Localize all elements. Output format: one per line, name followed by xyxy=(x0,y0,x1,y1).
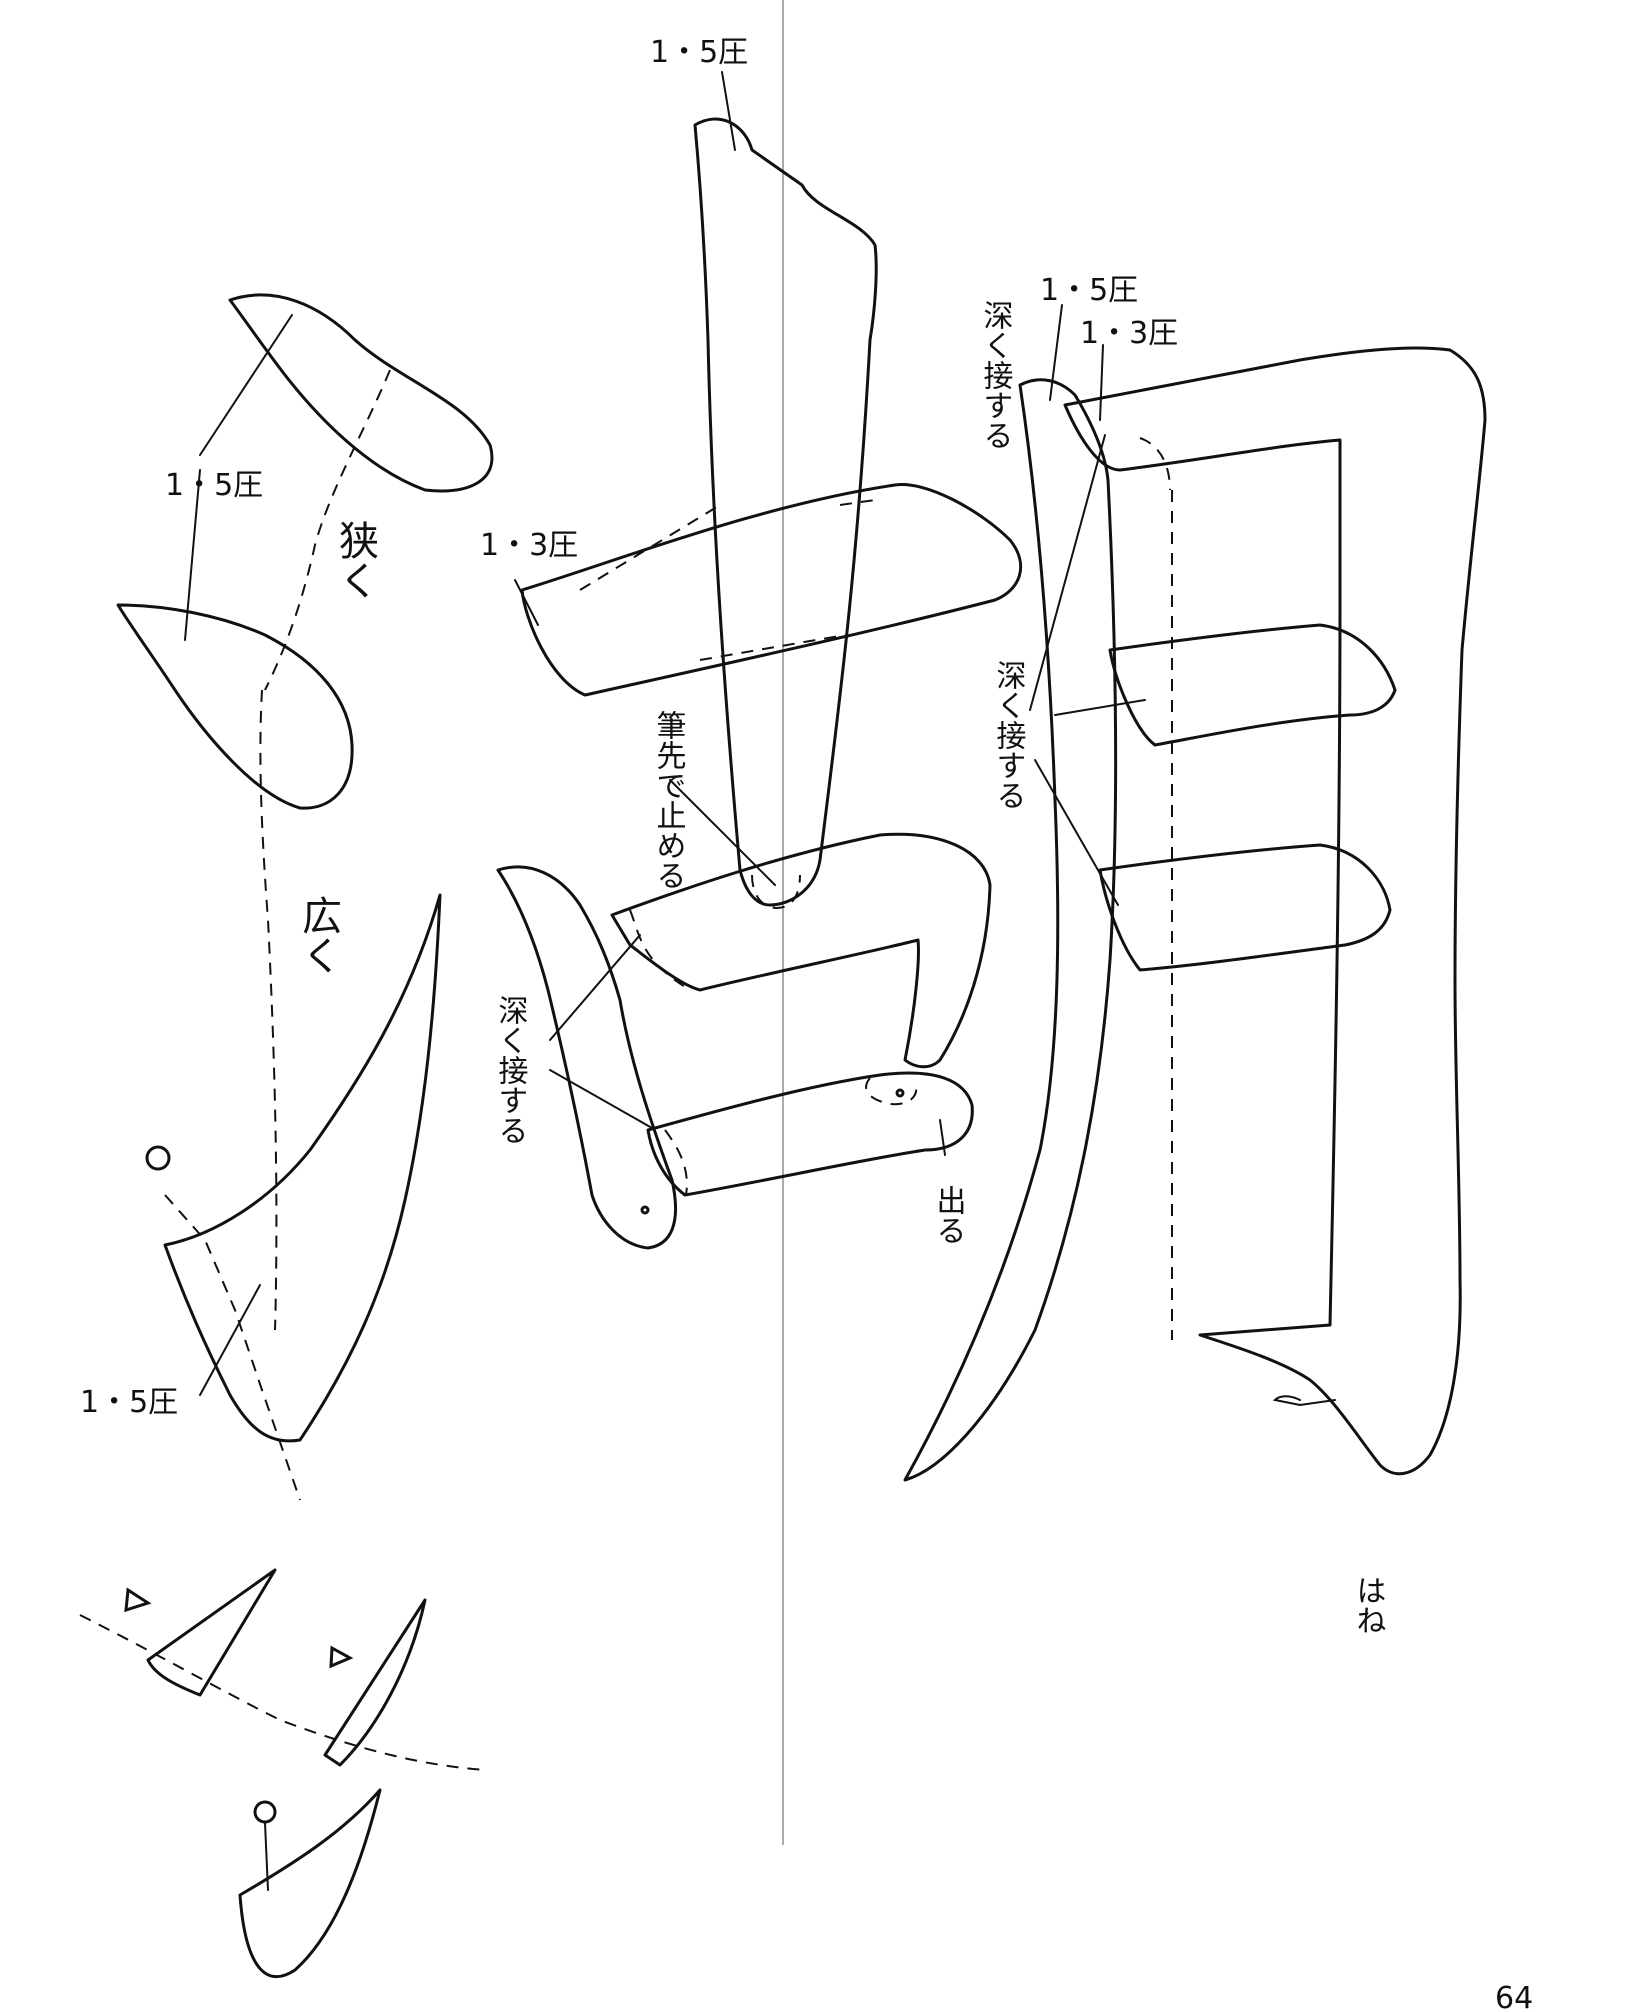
moon-corner-guide xyxy=(1139,437,1171,491)
vertical-axis-guide xyxy=(259,689,278,1331)
leader-kuchi-top xyxy=(549,934,641,1041)
rising-stroke xyxy=(163,893,442,1443)
brush-tip-stop-guide xyxy=(751,874,801,910)
leader-dot2 xyxy=(184,469,201,641)
kuchi-dot xyxy=(640,1205,650,1215)
horizontal-stroke xyxy=(520,482,1023,697)
label-deep-contact-kuchi: 深く接する xyxy=(493,995,529,1145)
circle-marker-1 xyxy=(145,1145,171,1171)
moon-left-sweep xyxy=(903,378,1118,1482)
label-moon-pressure-b: 1・3圧 xyxy=(1080,316,1178,351)
label-rise-pressure: 1・5圧 xyxy=(80,1385,178,1420)
kuchi-top-right xyxy=(610,832,992,1069)
kuchi-bottom-corner-guide xyxy=(664,1129,688,1196)
protrude-guide xyxy=(865,1077,918,1106)
leader-horizontal xyxy=(514,579,539,626)
crossbar-guide-3 xyxy=(699,634,846,661)
moon-frame xyxy=(1063,346,1487,1476)
practice-marks xyxy=(79,1145,486,1979)
label-protrude: 出る xyxy=(931,1185,966,1245)
practice-tick-2 xyxy=(323,1598,427,1767)
label-deep-contact-moon-top: 深く接する xyxy=(978,300,1014,450)
label-dot-pressure: 1・5圧 xyxy=(165,468,263,503)
vertical-stroke xyxy=(693,117,878,907)
leader-bar-2 xyxy=(1034,759,1119,906)
leader-moon-b xyxy=(1099,344,1104,421)
practice-tick-1 xyxy=(146,1568,277,1697)
label-wide: 広く xyxy=(295,895,341,975)
triangle-marker-1 xyxy=(124,1587,152,1613)
character-tsuki xyxy=(903,304,1487,1482)
leader-moon-deep xyxy=(1029,434,1106,711)
leader-brush-stop xyxy=(669,779,776,886)
circle-marker-2 xyxy=(253,1800,277,1824)
dot-stroke-2 xyxy=(116,603,354,810)
triangle-marker-2 xyxy=(329,1645,354,1669)
leader-bar-1 xyxy=(1054,699,1146,716)
kuchi-bottom xyxy=(646,1071,974,1197)
crossbar-guide-2 xyxy=(839,499,876,506)
moon-bar-2 xyxy=(1098,843,1392,972)
label-top-pressure: 1・5圧 xyxy=(650,35,748,70)
leader-rise xyxy=(199,1284,261,1396)
rise-entry-guide xyxy=(164,1194,301,1501)
practice-baseline xyxy=(79,1614,486,1771)
moon-bar-1 xyxy=(1108,623,1397,747)
crossbar-guide-1 xyxy=(579,504,721,591)
water-radical xyxy=(116,293,494,1501)
leader-practice-hook xyxy=(264,1822,269,1891)
leader-dot1 xyxy=(199,314,293,456)
page-number: 64 xyxy=(1495,1981,1533,2012)
kuchi-corner-guide xyxy=(629,909,691,991)
label-deep-contact-moon-mid: 深く接する xyxy=(991,660,1027,810)
protrude-dot xyxy=(895,1088,905,1098)
leader-kuchi-bottom xyxy=(549,1069,653,1129)
kuchi-left xyxy=(496,865,677,1250)
practice-hook xyxy=(238,1788,382,1979)
label-brush-tip-stop: 筆先で止める xyxy=(651,710,686,890)
label-moon-pressure-a: 1・5圧 xyxy=(1040,273,1138,308)
hane-tick xyxy=(1272,1395,1336,1407)
character-ko xyxy=(496,71,1023,1250)
label-hane: はね xyxy=(1351,1575,1386,1635)
leader-top xyxy=(721,71,736,151)
dot-connector-guide xyxy=(264,369,391,691)
label-narrow: 狭く xyxy=(332,520,378,600)
leader-moon-a xyxy=(1049,304,1063,401)
label-horizontal-pressure: 1・3圧 xyxy=(480,528,578,563)
dot-stroke-1 xyxy=(228,293,494,493)
leader-protrude xyxy=(939,1119,946,1156)
